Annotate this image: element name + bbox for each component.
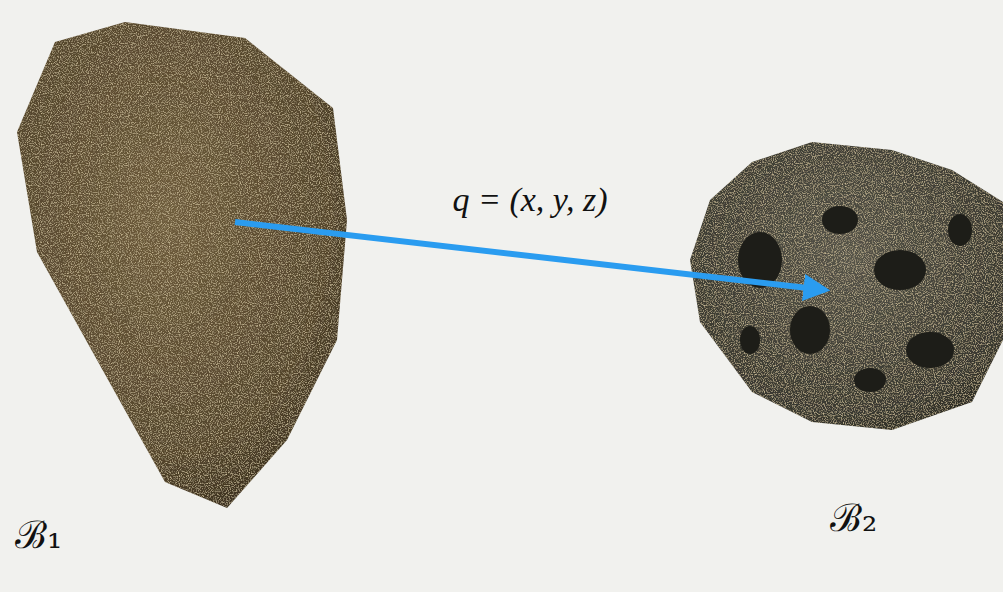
arrow-connector — [235, 222, 825, 290]
body-label: ℬ₂ — [830, 498, 877, 540]
body-label: ℬ₁ — [15, 515, 62, 557]
rock-body: ℬ₁ — [110, 150, 235, 294]
rock-body: ℬ₂ — [825, 230, 945, 350]
vector-label: q = (x, y, z) — [452, 181, 607, 218]
